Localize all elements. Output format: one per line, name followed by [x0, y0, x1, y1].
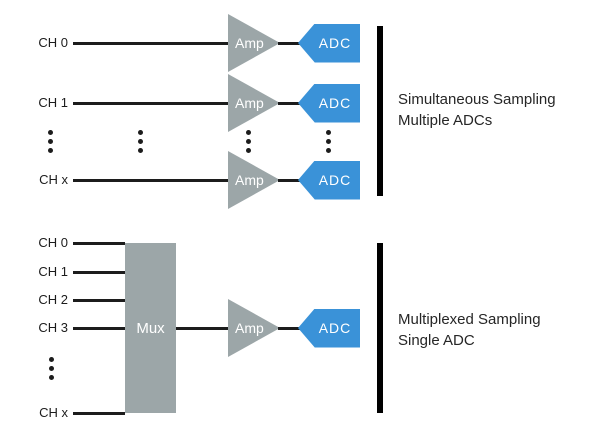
- amp-label: Amp: [235, 35, 264, 51]
- caption-line: Single ADC: [398, 332, 475, 349]
- adc-block: ADC: [298, 160, 360, 200]
- signal-wire: [73, 270, 125, 274]
- signal-wire: [278, 41, 300, 45]
- caption-line: Simultaneous Sampling: [398, 91, 556, 108]
- signal-wire: [73, 101, 228, 105]
- section-caption: Simultaneous Sampling Multiple ADCs: [398, 89, 556, 131]
- section-divider-bar: [377, 243, 383, 413]
- signal-wire: [176, 326, 228, 330]
- ellipsis-dots: [138, 130, 143, 153]
- amp-triangle: Amp: [228, 151, 280, 209]
- adc-label: ADC: [318, 172, 352, 188]
- signal-wire: [73, 411, 125, 415]
- channel-label: CH 0: [38, 35, 68, 50]
- adc-label: ADC: [318, 95, 352, 111]
- amp-triangle: Amp: [228, 299, 280, 357]
- caption-line: Multiple ADCs: [398, 112, 493, 129]
- signal-wire: [278, 326, 300, 330]
- section-divider-bar: [377, 26, 383, 196]
- adc-label: ADC: [318, 35, 352, 51]
- signal-wire: [73, 41, 228, 45]
- adc-block: ADC: [298, 308, 360, 348]
- amp-label: Amp: [235, 95, 264, 111]
- ellipsis-dots: [49, 357, 54, 380]
- ellipsis-dots: [246, 130, 251, 153]
- ellipsis-dots: [326, 130, 331, 153]
- mux-label: Mux: [136, 319, 165, 337]
- channel-label: CH x: [39, 405, 68, 420]
- channel-label: CH 3: [38, 320, 68, 335]
- caption-line: Multiplexed Sampling: [398, 311, 541, 328]
- signal-wire: [278, 101, 300, 105]
- signal-wire: [73, 241, 125, 245]
- adc-block: ADC: [298, 83, 360, 123]
- adc-block: ADC: [298, 23, 360, 63]
- amp-triangle: Amp: [228, 74, 280, 132]
- amp-label: Amp: [235, 320, 264, 336]
- channel-label: CH 1: [38, 264, 68, 279]
- amp-triangle: Amp: [228, 14, 280, 72]
- signal-wire: [73, 326, 125, 330]
- channel-label: CH 2: [38, 292, 68, 307]
- signal-wire: [73, 178, 228, 182]
- channel-label: CH 0: [38, 235, 68, 250]
- adc-label: ADC: [318, 320, 352, 336]
- ellipsis-dots: [48, 130, 53, 153]
- signal-wire: [278, 178, 300, 182]
- channel-label: CH x: [39, 172, 68, 187]
- signal-wire: [73, 298, 125, 302]
- section-caption: Multiplexed Sampling Single ADC: [398, 309, 541, 351]
- mux-block: Mux: [125, 243, 176, 413]
- channel-label: CH 1: [38, 95, 68, 110]
- amp-label: Amp: [235, 172, 264, 188]
